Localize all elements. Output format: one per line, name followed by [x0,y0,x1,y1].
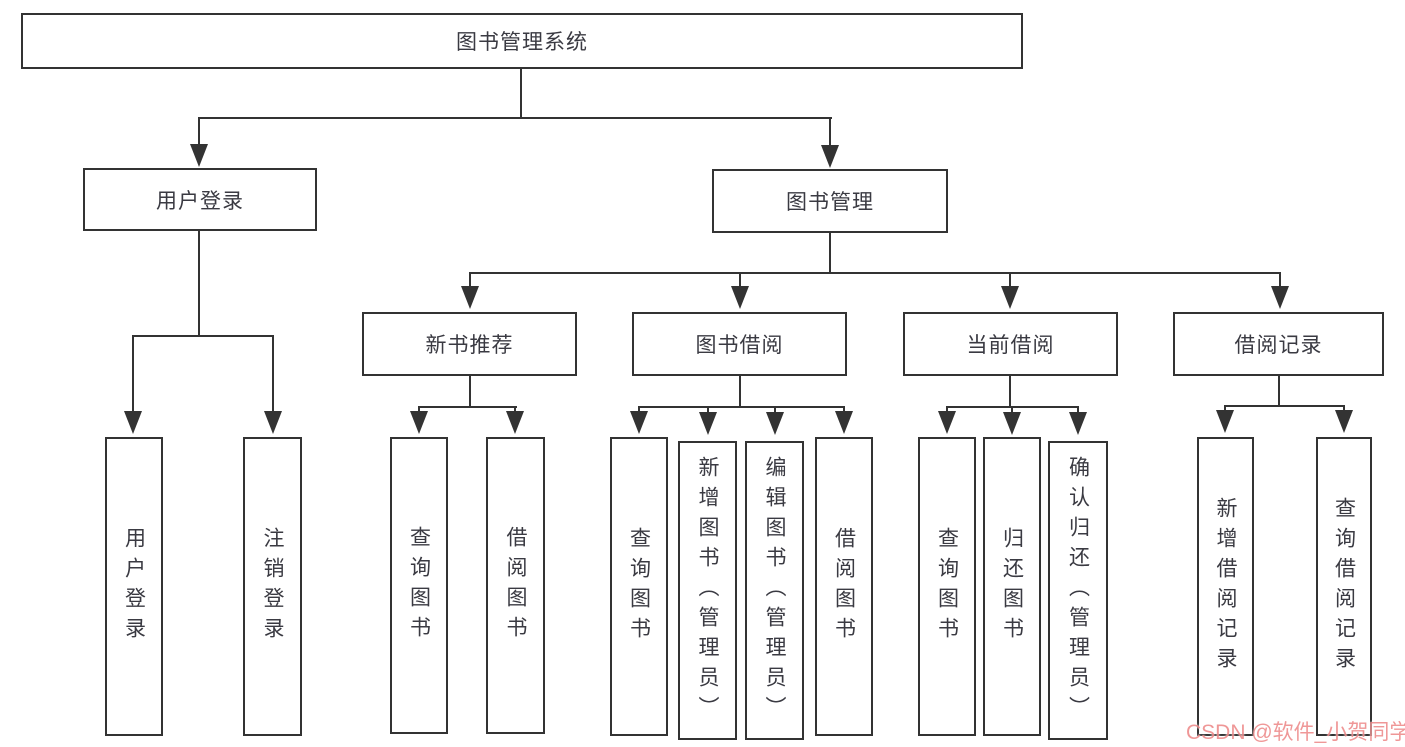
connector-line [198,117,200,145]
connector-line [638,406,640,413]
connector-line [946,406,948,413]
connector-line [1224,405,1345,407]
arrow-down-icon [1003,412,1021,435]
connector-line [1224,405,1226,412]
node-label: 查询图书 [935,526,959,647]
arrow-down-icon [699,412,717,435]
node-label: 当前借阅 [966,334,1055,357]
leaf-query-books-recommend: 查询图书 [390,437,448,734]
node-library-management-system: 图书管理系统 [21,13,1023,69]
leaf-query-borrow-record: 查询借阅记录 [1316,437,1372,736]
leaf-query-books-current: 查询图书 [918,437,976,736]
leaf-borrow-books-recommend: 借阅图书 [486,437,545,734]
connector-line [520,69,522,117]
node-label: 查询图书 [407,525,431,646]
connector-line [1278,376,1280,406]
connector-line [1011,406,1013,413]
node-label: 图书借阅 [695,334,784,357]
connector-line [418,406,420,413]
arrow-down-icon [1271,286,1289,309]
node-label: 用户登录 [156,189,244,213]
connector-line [514,406,516,413]
arrow-down-icon [1069,412,1087,435]
arrow-down-icon [766,412,784,435]
arrow-down-icon [1001,286,1019,309]
arrow-down-icon [190,144,208,167]
node-book-borrowing: 图书借阅 [632,312,847,376]
node-label: 编辑图书（管理员） [763,455,786,726]
node-label: 查询借阅记录 [1332,496,1356,677]
arrow-down-icon [1335,410,1353,433]
connector-line [132,335,134,411]
node-label: 新增借阅记录 [1214,496,1237,677]
arrow-down-icon [1216,410,1234,433]
node-label: 新书推荐 [425,334,514,357]
connector-line [272,335,274,411]
node-label: 图书管理系统 [456,31,588,54]
arrow-down-icon [124,411,142,434]
leaf-add-borrow-record: 新增借阅记录 [1197,437,1254,736]
leaf-edit-book-admin: 编辑图书（管理员） [745,441,804,740]
arrow-down-icon [731,286,749,309]
connector-line [739,376,741,407]
csdn-watermark: CSDN @软件_小贺同学 [1186,721,1405,744]
connector-line [843,406,845,413]
arrow-down-icon [938,411,956,434]
connector-line [198,231,200,336]
connector-line [469,272,471,287]
connector-line [132,335,274,337]
node-label: 确认归还（管理员） [1066,455,1090,726]
connector-line [469,376,471,407]
connector-line [1077,406,1079,413]
arrow-down-icon [461,286,479,309]
arrow-down-icon [630,411,648,434]
node-label: 新增图书（管理员） [696,455,719,726]
connector-line [1009,272,1011,287]
connector-line [198,117,832,119]
node-label: 借阅记录 [1234,334,1323,357]
connector-line [829,117,831,146]
arrow-down-icon [410,411,428,434]
leaf-query-books-borrowing: 查询图书 [610,437,668,736]
arrow-down-icon [506,411,524,434]
leaf-logout: 注销登录 [243,437,302,736]
connector-line [829,233,831,272]
node-new-book-recommendation: 新书推荐 [362,312,577,376]
node-borrow-records: 借阅记录 [1173,312,1384,376]
connector-line [1009,376,1011,407]
leaf-confirm-return-admin: 确认归还（管理员） [1048,441,1108,740]
arrow-down-icon [264,411,282,434]
connector-line [469,272,1281,274]
leaf-user-login: 用户登录 [105,437,163,736]
connector-line [638,406,845,408]
arrow-down-icon [821,145,839,168]
node-user-login: 用户登录 [83,168,317,231]
connector-line [1343,405,1345,412]
node-label: 图书管理 [786,191,874,214]
connector-line [739,272,741,287]
connector-line [707,406,709,413]
node-current-borrowing: 当前借阅 [903,312,1118,376]
node-label: 查询图书 [627,526,651,647]
leaf-add-book-admin: 新增图书（管理员） [678,441,737,740]
leaf-return-books: 归还图书 [983,437,1041,736]
connector-line [774,406,776,413]
node-label: 借阅图书 [504,525,527,646]
node-book-management: 图书管理 [712,169,948,233]
node-label: 借阅图书 [832,526,856,647]
arrow-down-icon [835,411,853,434]
connector-line [418,406,517,408]
node-label: 归还图书 [1000,526,1024,647]
node-label: 用户登录 [122,526,146,647]
node-label: 注销登录 [261,526,284,647]
connector-line [1279,272,1281,287]
leaf-borrow-books-borrowing: 借阅图书 [815,437,873,736]
